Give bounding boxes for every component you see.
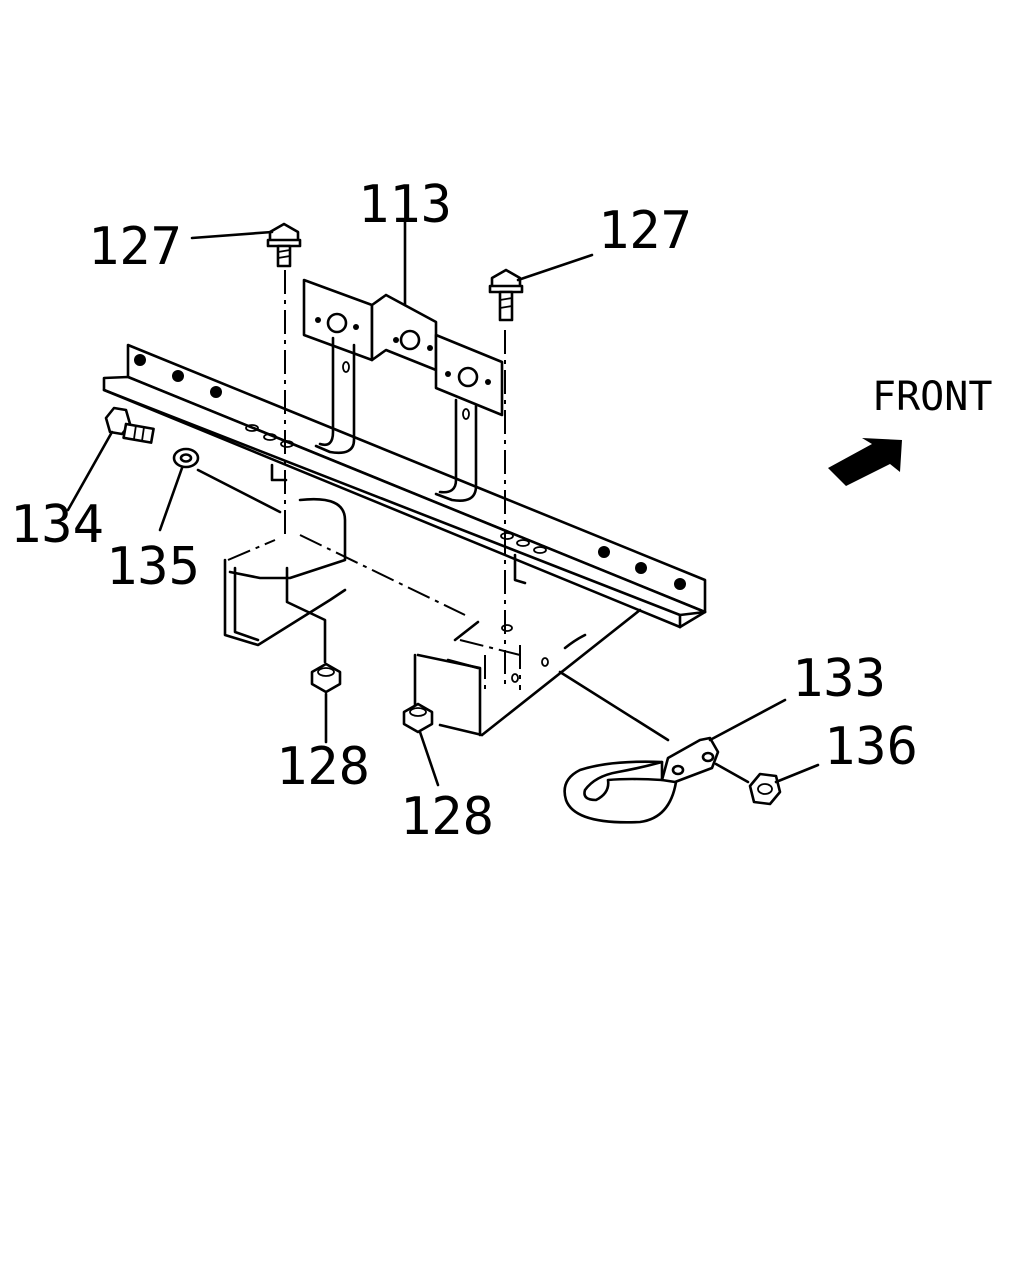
label-113: 113: [358, 175, 452, 235]
frame-channel-left: [223, 463, 347, 664]
label-133: 133: [792, 649, 886, 709]
label-127-left: 127: [88, 217, 182, 277]
nut-136: [748, 772, 782, 806]
nut-128-left: [310, 662, 342, 694]
nut-128-right: [402, 702, 434, 734]
bolt-134: [104, 406, 155, 444]
label-134: 134: [10, 495, 104, 555]
bolt-127-right: [488, 268, 524, 322]
label-128-right: 128: [400, 787, 494, 847]
callout-labels: 113 127 127 134 135 128 128 133 136: [10, 175, 918, 847]
assembly-lines: [227, 270, 521, 690]
crossmember-rail: [102, 343, 707, 629]
label-135: 135: [106, 537, 200, 597]
label-128-left: 128: [276, 737, 370, 797]
front-indicator: FRONT: [828, 374, 992, 486]
front-label: FRONT: [872, 374, 992, 420]
rail-holes: [245, 424, 547, 554]
tow-hook-133: [563, 736, 720, 824]
bracket-113: [302, 278, 504, 502]
rail-rivets: [134, 354, 686, 590]
bolt-127-left: [266, 222, 302, 268]
washer-135: [172, 447, 200, 469]
front-arrow-icon: [828, 438, 902, 486]
label-127-right: 127: [598, 201, 692, 261]
label-136: 136: [824, 717, 918, 777]
leader-lines: [66, 220, 820, 787]
